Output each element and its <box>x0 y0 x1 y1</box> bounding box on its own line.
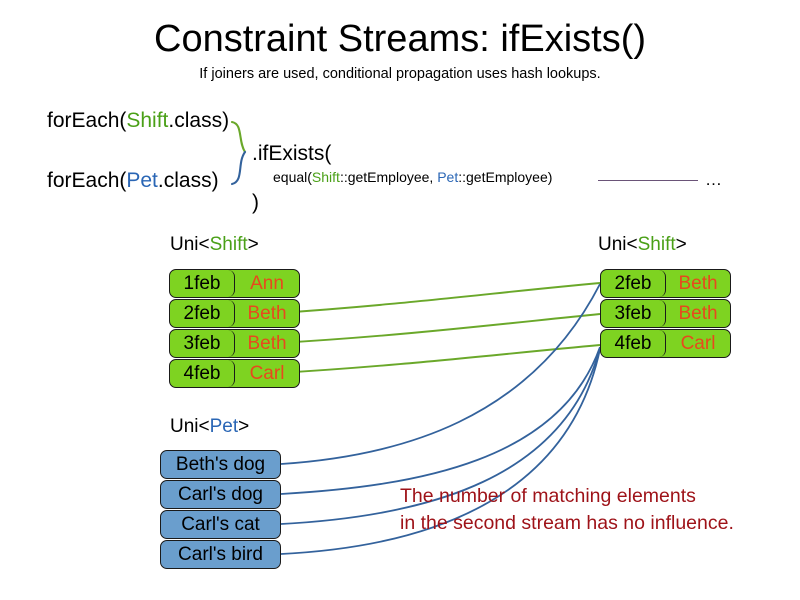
caption-left-shift-suffix: > <box>247 234 259 255</box>
code-token-shift: Shift <box>126 109 169 132</box>
caption-right-shift-suffix: > <box>675 234 687 255</box>
caption-left-shift-stream: Uni<Shift> <box>170 233 259 257</box>
fact-value: Ann <box>250 272 284 294</box>
caption-left-pet-stream: Uni<Pet> <box>170 415 249 439</box>
code-foreach-pet-prefix: forEach( <box>47 169 127 192</box>
page-subtitle: If joiners are used, conditional propaga… <box>199 66 601 82</box>
wire-blue-carls-dog <box>280 346 601 495</box>
code-equal-right-method: ::getEmployee) <box>458 169 553 185</box>
fact-row-left-shift-3[interactable]: 3feb Beth <box>169 329 300 358</box>
caption-right-shift-stream: Uni<Shift> <box>598 233 687 257</box>
code-ifexists-close: ) <box>252 191 259 214</box>
annotation-line-2: in the second stream has no influence. <box>400 512 734 534</box>
fact-label: Carl's bird <box>178 543 263 565</box>
code-ifexists-open: .ifExists( <box>252 142 332 165</box>
wire-blue-beths-dog <box>280 283 601 465</box>
wire-green-2feb <box>277 282 601 314</box>
brace-green-stroke <box>230 120 247 154</box>
fact-key: 1feb <box>170 270 235 297</box>
tail-ellipsis: … <box>705 170 722 189</box>
code-token-pet: Pet <box>126 169 158 192</box>
fact-key: 4feb <box>601 330 666 357</box>
fact-row-left-shift-4[interactable]: 4feb Carl <box>169 359 300 388</box>
caption-left-pet-type: Pet <box>209 416 239 437</box>
fact-row-pet-3[interactable]: Carl's cat <box>160 510 281 539</box>
code-foreach-shift-suffix: .class) <box>168 109 230 132</box>
code-equal-prefix: equal( <box>273 169 312 185</box>
code-foreach-shift: forEach(Shift.class) <box>47 108 229 134</box>
annotation-note: The number of matching elements in the s… <box>400 483 734 537</box>
code-equal-joiner: equal(Shift::getEmployee, Pet::getEmploy… <box>273 168 552 186</box>
fact-row-left-shift-2[interactable]: 2feb Beth <box>169 299 300 328</box>
code-foreach-pet: forEach(Pet.class) <box>47 168 219 194</box>
fact-row-right-shift-3[interactable]: 4feb Carl <box>600 329 731 358</box>
fact-value: Beth <box>247 332 287 354</box>
code-foreach-shift-prefix: forEach( <box>47 109 127 132</box>
brace-blue-stroke <box>230 150 247 186</box>
fact-value: Beth <box>678 272 718 294</box>
fact-label: Carl's cat <box>181 513 260 535</box>
caption-right-shift-type: Shift <box>637 234 676 255</box>
code-foreach-pet-suffix: .class) <box>157 169 219 192</box>
caption-left-shift-type: Shift <box>209 234 248 255</box>
fact-key: 3feb <box>601 300 666 327</box>
fact-key: 4feb <box>170 360 235 387</box>
caption-left-pet-suffix: > <box>238 416 250 437</box>
page-title: Constraint Streams: ifExists() <box>154 18 646 60</box>
fact-key: 3feb <box>170 330 235 357</box>
wire-green-4feb <box>277 344 601 374</box>
fact-value: Beth <box>247 302 287 324</box>
fact-row-pet-4[interactable]: Carl's bird <box>160 540 281 569</box>
fact-row-pet-1[interactable]: Beth's dog <box>160 450 281 479</box>
caption-left-shift-prefix: Uni< <box>170 234 210 255</box>
fact-row-right-shift-1[interactable]: 2feb Beth <box>600 269 731 298</box>
code-equal-token-pet: Pet <box>437 169 459 185</box>
caption-right-shift-prefix: Uni< <box>598 234 638 255</box>
wire-green-3feb <box>277 313 601 344</box>
fact-row-left-shift-1[interactable]: 1feb Ann <box>169 269 300 298</box>
annotation-line-1: The number of matching elements <box>400 485 696 507</box>
code-equal-left-method: ::getEmployee, <box>339 169 438 185</box>
code-equal-token-shift: Shift <box>311 169 340 185</box>
fact-row-right-shift-2[interactable]: 3feb Beth <box>600 299 731 328</box>
fact-label: Carl's dog <box>178 483 263 505</box>
fact-value: Beth <box>678 302 718 324</box>
fact-label: Beth's dog <box>175 453 266 475</box>
fact-key: 2feb <box>601 270 666 297</box>
tail-connector-line <box>598 180 698 181</box>
fact-value: Carl <box>680 332 716 354</box>
caption-left-pet-prefix: Uni< <box>170 416 210 437</box>
fact-value: Carl <box>249 362 285 384</box>
fact-key: 2feb <box>170 300 235 327</box>
fact-row-pet-2[interactable]: Carl's dog <box>160 480 281 509</box>
